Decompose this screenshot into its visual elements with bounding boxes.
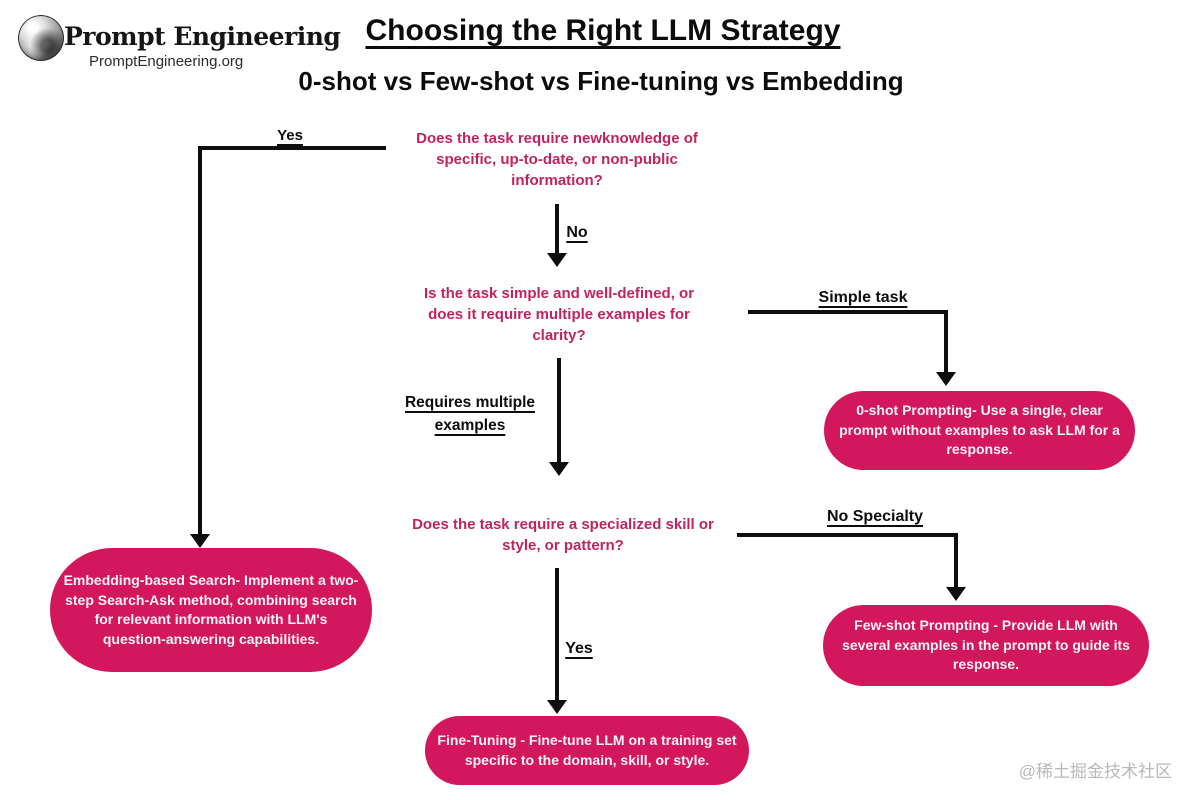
watermark-text: @稀土掘金技术社区 (1018, 762, 1172, 781)
outcome-zero-shot-prompting: 0-shot Prompting- Use a single, clear pr… (824, 391, 1135, 470)
arrowhead-down-icon (946, 587, 966, 601)
page-subtitle: 0-shot vs Few-shot vs Fine-tuning vs Emb… (298, 66, 904, 96)
question-new-knowledge: Does the task require newknowledge of sp… (416, 130, 698, 189)
outcome-embedding-based-search: Embedding-based Search- Implement a two-… (50, 548, 372, 672)
connector-no-vertical (555, 204, 559, 253)
branch-label-requires-examples: Requires multiple examples (404, 394, 536, 434)
connector-yes-horizontal (200, 146, 386, 150)
globe-logo-icon (18, 15, 64, 61)
arrowhead-down-icon (549, 462, 569, 476)
connector-yes-q3-vertical (555, 568, 559, 700)
arrowhead-down-icon (936, 372, 956, 386)
connector-no-specialty-horizontal (737, 533, 958, 537)
branch-label-simple-task: Simple task (818, 289, 908, 306)
question-specialized-skill: Does the task require a specialized skil… (412, 516, 714, 554)
connector-simple-task-horizontal (748, 310, 948, 314)
connector-requires-examples-vertical (557, 358, 561, 462)
question-simple-or-examples: Is the task simple and well-defined, or … (423, 285, 695, 344)
outcome-few-shot-prompting: Few-shot Prompting - Provide LLM with se… (823, 605, 1149, 686)
arrowhead-down-icon (547, 253, 567, 267)
arrowhead-down-icon (547, 700, 567, 714)
connector-simple-task-vertical (944, 310, 948, 372)
arrowhead-down-icon (190, 534, 210, 548)
page-title: Choosing the Right LLM Strategy (365, 14, 841, 47)
branch-label-no-q1: No (566, 224, 588, 241)
branch-label-no-specialty: No Specialty (826, 508, 924, 525)
brand-site-url: PromptEngineering.org (89, 53, 244, 70)
connector-no-specialty-vertical (954, 533, 958, 587)
brand-name: Prompt Engineering (64, 22, 341, 51)
branch-label-yes-q1: Yes (277, 127, 303, 144)
branch-label-yes-q3: Yes (565, 640, 593, 657)
connector-yes-vertical (198, 146, 202, 534)
outcome-fine-tuning: Fine-Tuning - Fine-tune LLM on a trainin… (425, 716, 749, 785)
